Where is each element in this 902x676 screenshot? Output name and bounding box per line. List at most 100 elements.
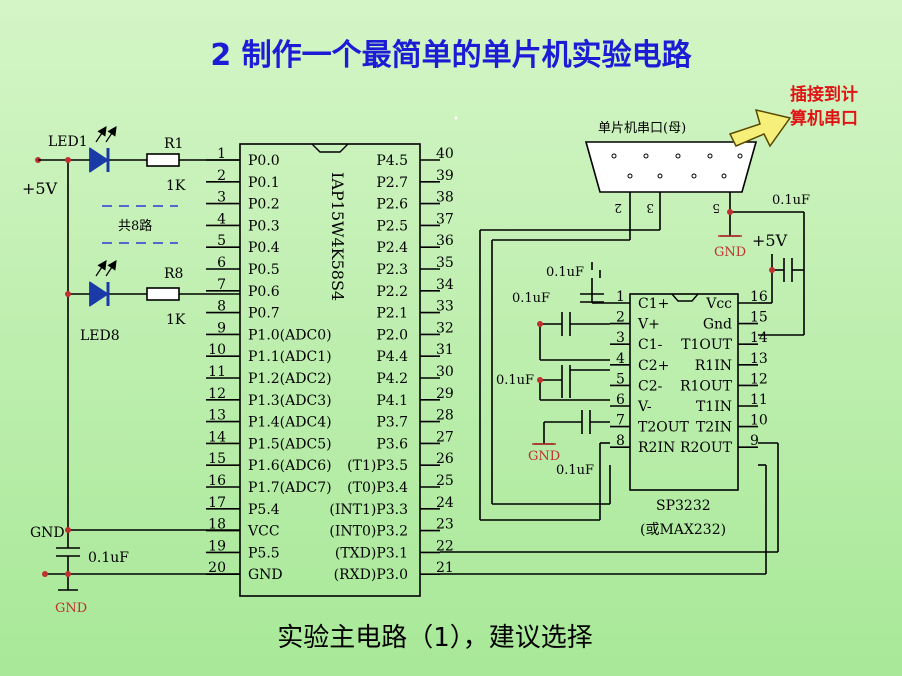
mcu-right-pins: 40P4.539P2.738P2.637P2.536P2.435P2.334P2…	[329, 146, 454, 583]
pin-name: (INT1)P3.3	[329, 502, 408, 518]
pin-number: 22	[436, 538, 454, 554]
pin-number: 11	[208, 364, 226, 380]
sp-gnd-a: GND	[714, 245, 746, 260]
pin-name: P4.4	[376, 349, 408, 365]
pin-number: 37	[436, 211, 454, 227]
pin-number: 17	[208, 495, 226, 511]
pin-name: P0.3	[248, 218, 280, 234]
pin-number: 33	[436, 299, 454, 315]
sp-cap-3: 0.1uF	[496, 373, 534, 388]
pin-number: 32	[436, 320, 454, 336]
stray-dot	[454, 116, 458, 120]
led1-label: LED1	[48, 134, 88, 150]
pin-name: Vcc	[705, 296, 732, 312]
db9-label: 单片机串口(母)	[598, 121, 686, 136]
callout-line2: 算机串口	[789, 108, 858, 129]
pin-number: 29	[436, 386, 454, 402]
pin-name: P0.1	[248, 175, 280, 191]
callout-arrow-icon	[728, 108, 792, 148]
pin-number: 9	[750, 433, 759, 449]
pin-number: 14	[750, 330, 768, 346]
mcu-part: IAP15W4K58S4	[328, 172, 347, 301]
pin-name: T1OUT	[681, 337, 733, 353]
repeat-label: 共8路	[118, 218, 152, 234]
pin-name: P0.4	[248, 240, 280, 256]
pin-number: 19	[208, 538, 226, 554]
pin-number: 15	[208, 451, 226, 467]
pin-number: 8	[616, 433, 625, 449]
pin-number: 13	[750, 351, 768, 367]
pin-name: (T0)P3.4	[347, 480, 408, 496]
pin-number: 6	[217, 255, 226, 271]
pin-name: Gnd	[703, 317, 732, 333]
cap-label-left: 0.1uF	[88, 550, 129, 566]
sp-gnd-b: GND	[528, 449, 560, 464]
led8-icon	[89, 281, 109, 307]
pin-number: 4	[217, 211, 226, 227]
pin-number: 16	[208, 473, 226, 489]
pin-number: 23	[436, 517, 454, 533]
pin-name: P3.6	[376, 436, 408, 452]
pin-number: 5	[616, 371, 625, 387]
pin-name: P2.5	[376, 218, 408, 234]
pin-name: P4.1	[376, 393, 408, 409]
pin-name: P2.3	[376, 262, 408, 278]
pin-number: 34	[436, 277, 454, 293]
pin-name: P1.7(ADC7)	[248, 480, 332, 496]
pin-number: 31	[436, 342, 454, 358]
pin-number: 10	[750, 413, 768, 429]
pin-number: 30	[436, 364, 454, 380]
gnd-label-left: GND	[30, 525, 65, 541]
pin-name: P1.5(ADC5)	[248, 436, 332, 452]
pin-name: C1-	[638, 337, 663, 353]
pin-name: P1.6(ADC6)	[248, 458, 332, 474]
pin-number: 21	[436, 560, 454, 576]
slide-caption: 实验主电路（1），建议选择	[277, 623, 593, 653]
junctions-right	[537, 209, 775, 383]
pin-number: 38	[436, 190, 454, 206]
pin-name: C2-	[638, 378, 663, 394]
pin-name: P1.1(ADC1)	[248, 349, 332, 365]
callout-line1: 插接到计	[790, 84, 858, 105]
pin-number: 3	[217, 190, 226, 206]
pin-name: (RXD)P3.0	[334, 567, 408, 583]
led1-icon	[89, 147, 109, 173]
pin-number: 6	[616, 392, 625, 408]
db9-pin5: 5	[712, 201, 720, 215]
pin-name: P2.6	[376, 197, 408, 213]
pin-name: P2.0	[376, 327, 408, 343]
pin-number: 7	[217, 277, 226, 293]
pin-name: P5.5	[248, 545, 280, 561]
pin-name: P2.1	[376, 306, 408, 322]
pin-number: 7	[616, 413, 625, 429]
pin-number: 2	[616, 310, 625, 326]
sp-cap-2: 0.1uF	[512, 291, 550, 306]
led8-label: LED8	[80, 328, 120, 344]
pin-number: 12	[208, 386, 226, 402]
pin-name: (TXD)P3.1	[335, 545, 408, 561]
junctions-left	[35, 157, 71, 577]
gnd-symbol-label: GND	[55, 601, 87, 616]
pin-number: 1	[616, 289, 625, 305]
sp-body	[629, 293, 739, 491]
pin-number: 40	[436, 146, 454, 162]
pin-name: P0.5	[248, 262, 280, 278]
r1-label: R1	[164, 136, 183, 152]
r1-value: 1K	[166, 178, 186, 194]
pin-name: V+	[637, 317, 660, 333]
pin-name: P0.7	[248, 306, 280, 322]
pin-number: 25	[436, 473, 454, 489]
pin-name: P4.5	[376, 153, 408, 169]
pin-number: 5	[217, 233, 226, 249]
pin-number: 10	[208, 342, 226, 358]
pin-number: 13	[208, 408, 226, 424]
db9-pin2: 2	[614, 201, 622, 215]
pin-name: P0.0	[248, 153, 280, 169]
pin-name: V-	[637, 399, 652, 415]
pin-name: C2+	[638, 358, 669, 374]
pin-number: 12	[750, 371, 768, 387]
sp-cap-5: 0.1uF	[772, 193, 810, 208]
pin-number: 2	[217, 168, 226, 184]
